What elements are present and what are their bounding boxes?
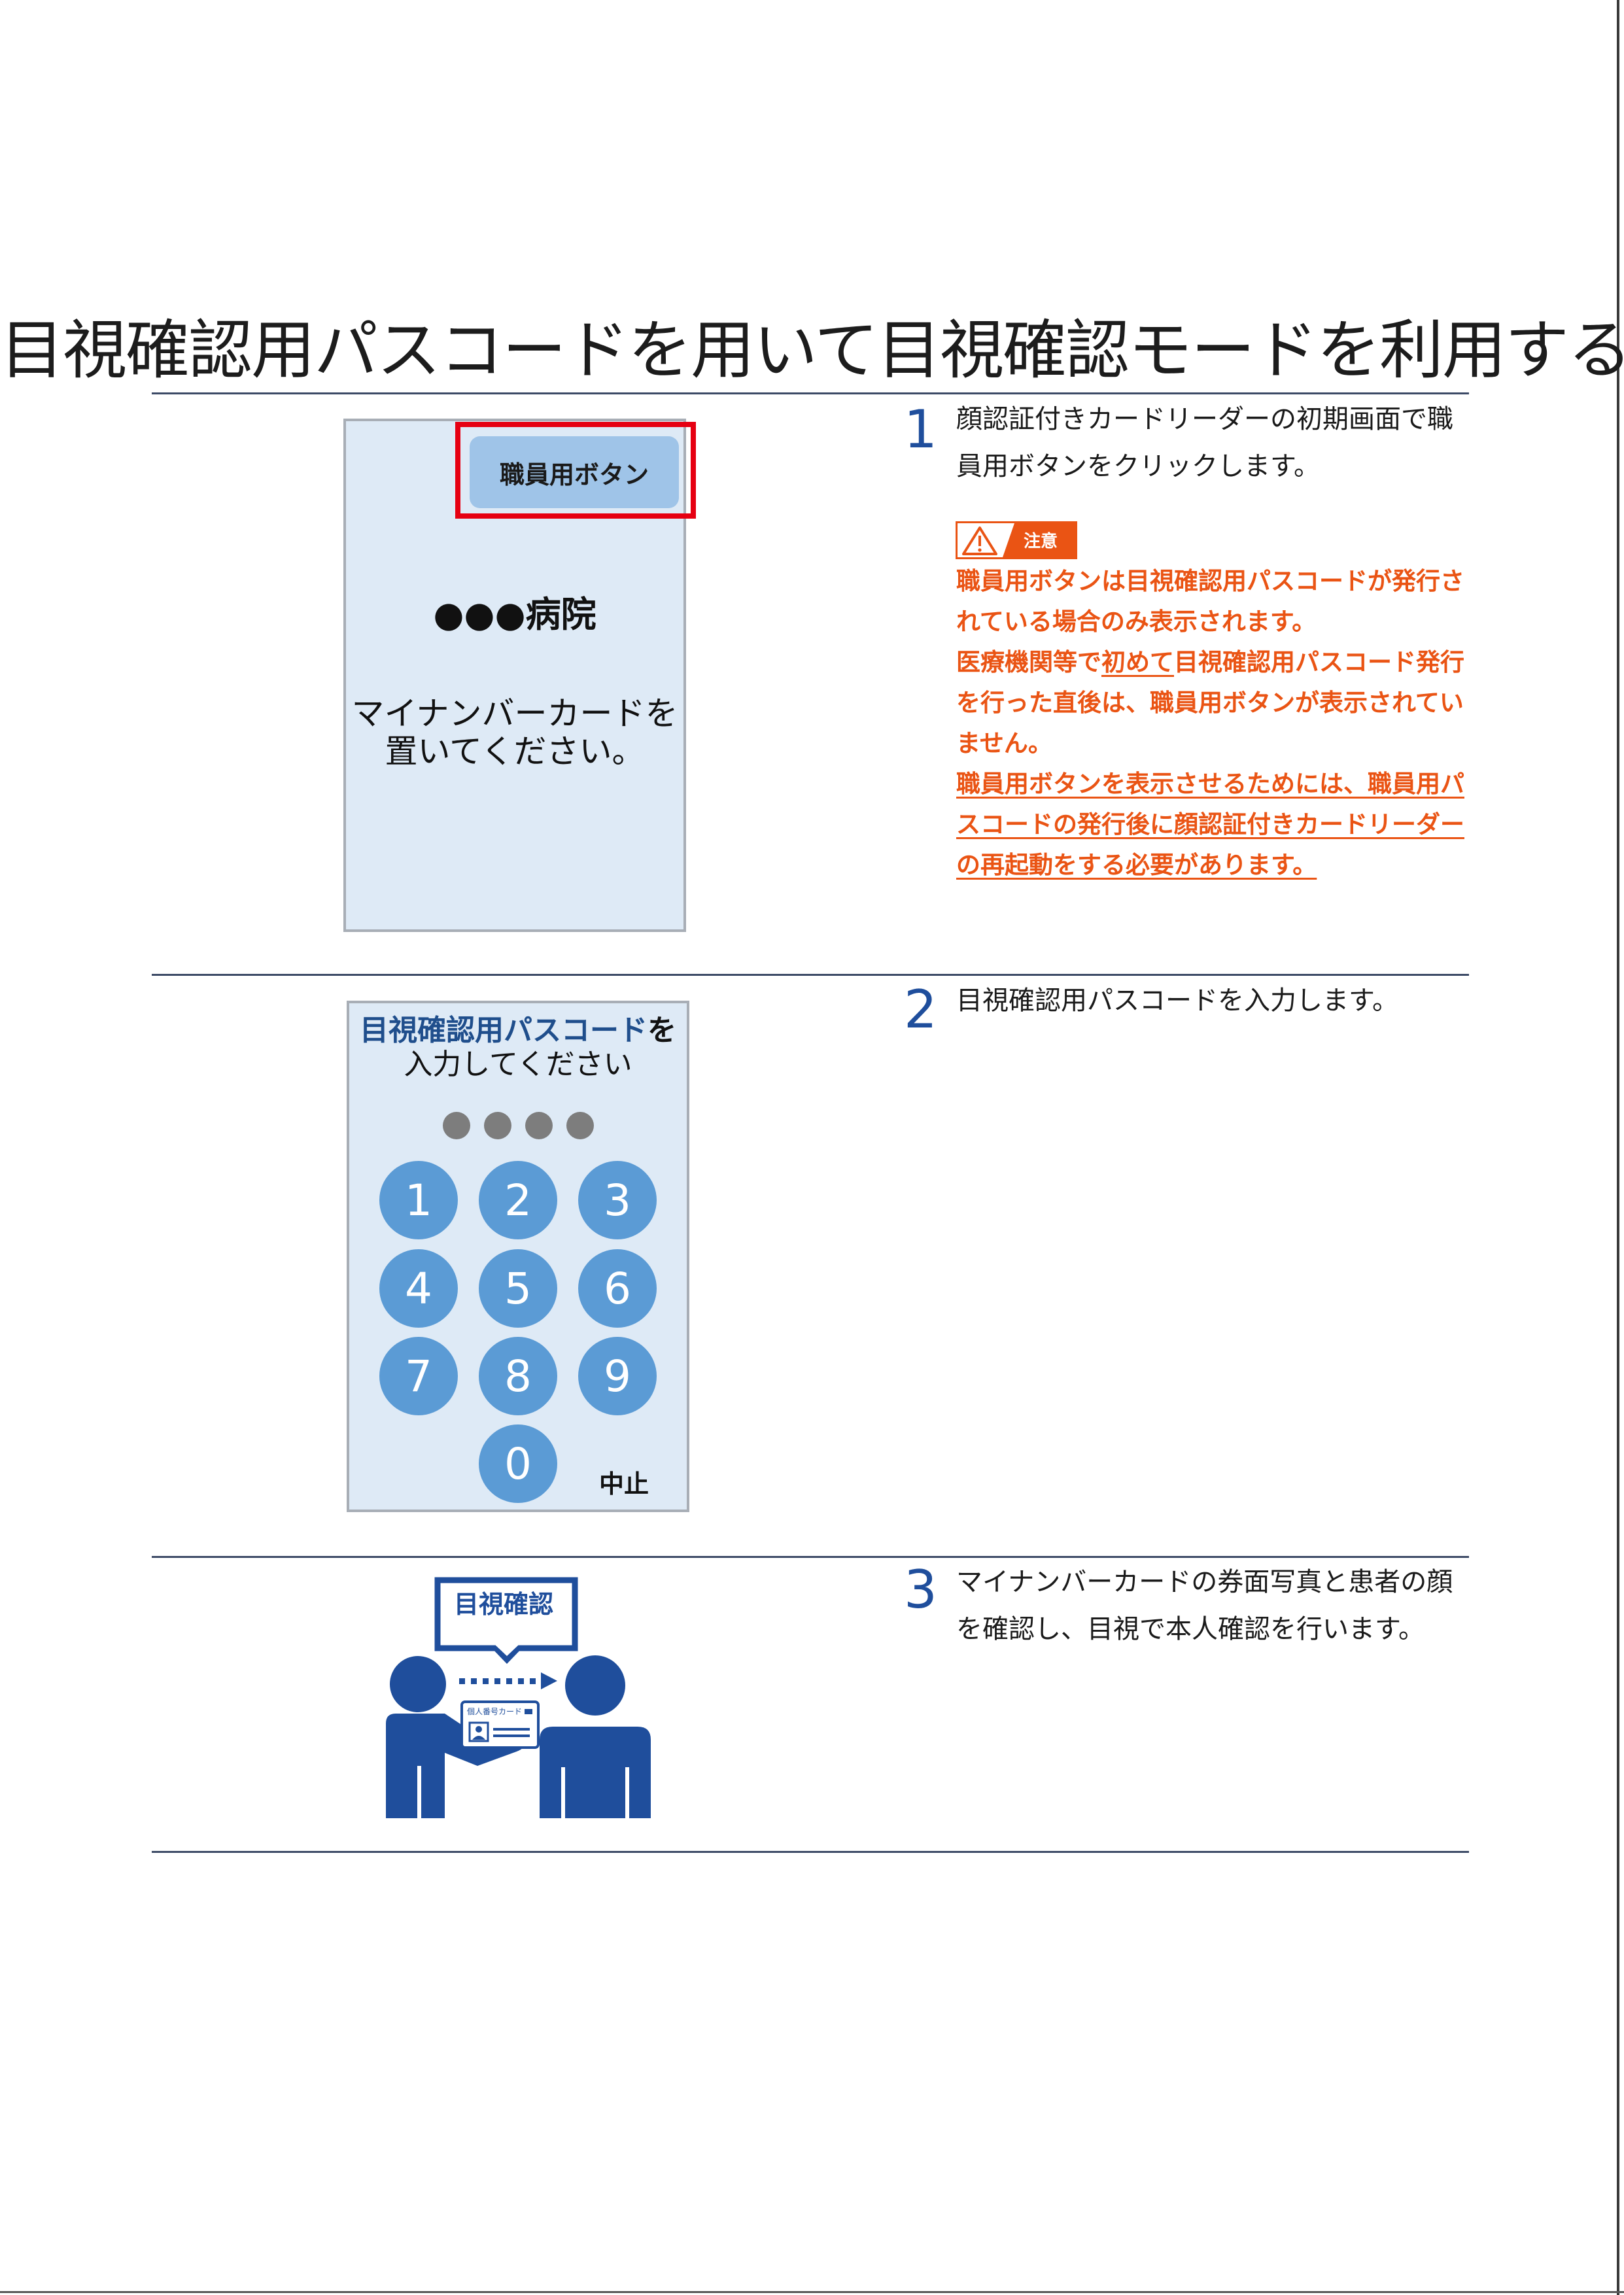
visual-confirmation-illustration: 個人番号カード — [386, 1577, 651, 1818]
hospital-name: ●●●病院 — [433, 594, 596, 635]
caution-p2-underlined: 初めて — [1101, 648, 1174, 676]
step-description: マイナンバーカードの券面写真と患者の顔を確認し、目視で本人確認を行います。 — [956, 1567, 1453, 1644]
passcode-prompt: 目視確認用パスコードを 入力してください — [347, 1014, 689, 1082]
step-number: 2 — [904, 979, 937, 1040]
page-edge-rule — [1617, 0, 1619, 2295]
keypad-key-3[interactable]: 3 — [578, 1161, 657, 1239]
divider-1 — [152, 974, 1469, 976]
instruction-line-2: 置いてください。 — [385, 733, 645, 770]
keypad-key-4[interactable]: 4 — [379, 1249, 458, 1328]
keypad-key-1[interactable]: 1 — [379, 1161, 458, 1239]
page-bottom-rule — [0, 2291, 1624, 2293]
dotted-arrow-icon — [459, 1672, 557, 1689]
warning-icon — [962, 526, 997, 555]
keypad-key-8[interactable]: 8 — [479, 1337, 557, 1415]
staff-button[interactable]: 職員用ボタン — [470, 436, 679, 508]
keypad-key-5[interactable]: 5 — [479, 1249, 557, 1328]
caution-badge — [956, 521, 1077, 559]
caution-p2-after: 目視確認用パスコード発行を行った直後は、職員用ボタンが表示されていません。 — [956, 648, 1464, 757]
place-card-instruction: マイナンバーカードを 置いてください。 — [343, 695, 686, 770]
caution-paragraph-3: 職員用ボタンを表示させるためには、職員用パスコードの発行後に顔認証付きカードリー… — [956, 770, 1464, 879]
caution-label: 注意 — [1024, 532, 1058, 551]
caution-p2-before: 医療機関等で — [956, 648, 1101, 676]
caution-paragraph-1: 職員用ボタンは目視確認用パスコードが発行されている場合のみ表示されます。 — [956, 567, 1464, 636]
card-label: 個人番号カード — [467, 1707, 522, 1716]
caution-text: 職員用ボタンは目視確認用パスコードが発行されている場合のみ表示されます。 医療機… — [956, 561, 1473, 886]
step-description: 目視確認用パスコードを入力します。 — [956, 986, 1398, 1016]
pin-dot — [566, 1112, 594, 1139]
step-number: 1 — [904, 399, 937, 460]
instruction-line-1: マイナンバーカードを — [351, 695, 678, 733]
passcode-prompt-rest: を — [648, 1014, 676, 1047]
pin-dot — [484, 1112, 511, 1139]
speech-bubble-icon — [434, 1577, 578, 1664]
divider-bottom — [152, 1851, 1469, 1853]
step-description: 顔認証付きカードリーダーの初期画面で職員用ボタンをクリックします。 — [956, 404, 1453, 481]
id-card-icon: 個人番号カード — [460, 1700, 540, 1749]
passcode-prompt-highlight: 目視確認用パスコード — [360, 1014, 648, 1047]
caution-paragraph-2: 医療機関等で初めて目視確認用パスコード発行を行った直後は、職員用ボタンが表示され… — [956, 642, 1473, 764]
step-number: 3 — [904, 1559, 937, 1620]
pin-dot — [525, 1112, 553, 1139]
divider-2 — [152, 1556, 1469, 1558]
passcode-prompt-line-2: 入力してください — [404, 1048, 632, 1081]
cancel-button[interactable]: 中止 — [599, 1470, 649, 1498]
keypad-key-9[interactable]: 9 — [578, 1337, 657, 1415]
page-title: 目視確認用パスコードを用いて目視確認モードを利用する — [0, 313, 1624, 388]
keypad-key-7[interactable]: 7 — [379, 1337, 458, 1415]
keypad-key-0[interactable]: 0 — [479, 1424, 557, 1503]
highlight-frame — [455, 422, 696, 519]
keypad-key-2[interactable]: 2 — [479, 1161, 557, 1239]
divider-top — [152, 392, 1469, 394]
pin-dot — [443, 1112, 470, 1139]
keypad-key-6[interactable]: 6 — [578, 1249, 657, 1328]
patient-person-icon — [540, 1655, 651, 1818]
visual-check-label: 目視確認 — [453, 1590, 553, 1619]
